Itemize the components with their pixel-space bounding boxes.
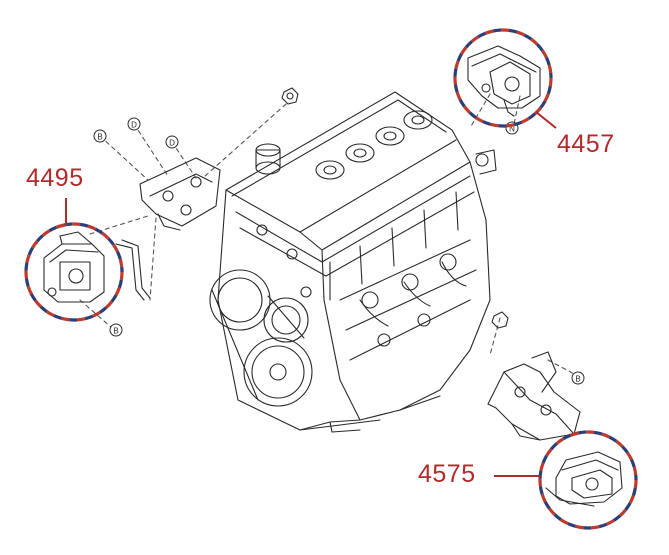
letter-marker: B [571,371,585,385]
front-lower-bracket [487,351,581,441]
callout-circle-4575-navy [538,430,638,530]
mount-4457-drawing [467,45,541,117]
left-support-rod [115,243,145,301]
left-engine-bracket [139,157,221,231]
letter-marker: D [127,117,141,131]
front-mount-bolt [491,311,509,329]
mount-4495-drawing [43,231,105,303]
svg-text:B: B [97,133,102,142]
letter-marker: B [93,129,107,143]
letter-marker: B [109,323,123,337]
engine-block [209,91,497,433]
callout-circle-4495-navy [24,222,124,322]
oil-filler-cap [255,143,281,175]
svg-text:D: D [169,139,175,148]
svg-text:N: N [509,125,515,134]
callout-circles [24,28,638,530]
part-label-4575: 4575 [418,460,476,488]
top-nut [281,87,299,105]
svg-text:B: B [113,327,118,336]
part-label-4457: 4457 [557,130,615,158]
assembly-leader-lines [79,93,579,377]
letter-marker: D [165,135,179,149]
part-label-4495: 4495 [26,164,84,192]
front-pulleys [209,269,313,407]
callout-leaders [65,111,557,477]
spark-plug-wells [315,110,433,180]
letter-markers: B D D B N B [93,117,585,385]
svg-text:D: D [131,121,137,130]
callout-circle-4457-navy [453,28,553,128]
leader-4457 [535,111,557,129]
mount-4575-drawing [545,451,623,507]
svg-text:B: B [575,375,580,384]
